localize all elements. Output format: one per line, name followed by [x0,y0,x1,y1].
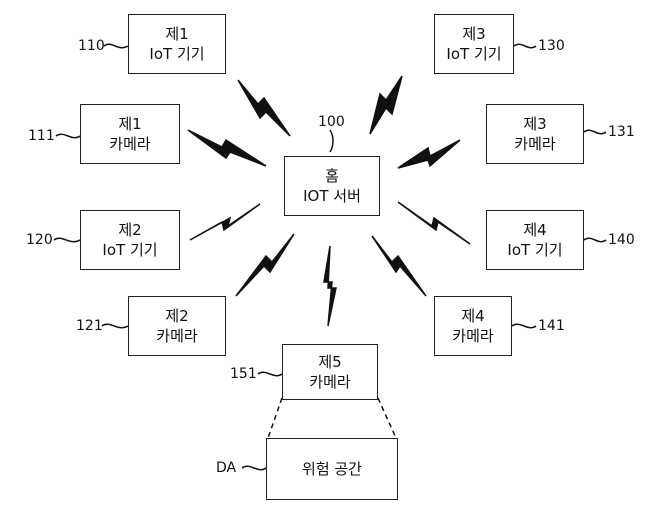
ref-number-141: 141 [538,318,565,334]
ref-leader-120 [53,237,81,243]
camera-4-line2: 카메라 [452,327,494,345]
iot-device-3-line1: 제3 [462,25,486,43]
iot-device-3-line2: IoT 기기 [446,45,502,63]
ref-leader-121 [101,323,129,329]
iot-device-4-line2: IoT 기기 [507,241,563,259]
ref-number-100: 100 [318,114,345,130]
ref-leader-110 [103,43,129,49]
camera-3-line2: 카메라 [514,135,556,153]
camera-1-box: 제1 카메라 [80,104,180,164]
ref-leader-140 [583,237,607,243]
ref-number-130: 130 [538,38,565,54]
iot-device-4-box: 제4 IoT 기기 [486,210,584,270]
ref-leader-151 [257,371,283,377]
ref-number-151: 151 [230,366,257,382]
home-iot-server-box: 홈 IOT 서버 [284,156,380,216]
ref-leader-111 [55,133,81,139]
iot-device-2-line2: IoT 기기 [102,241,158,259]
ref-leader-131 [583,129,607,135]
ref-number-121: 121 [76,318,103,334]
ref-label-DA: DA [216,460,237,476]
camera-1-line1: 제1 [118,115,142,133]
iot-device-1-line2: IoT 기기 [149,45,205,63]
camera-3-line1: 제3 [523,115,547,133]
ref-leader-141 [511,323,537,329]
wireless-link-icon-cam5 [323,245,337,327]
camera-5-box: 제5 카메라 [282,344,378,400]
camera-view-line-left [267,397,283,439]
iot-device-4-line1: 제4 [523,221,547,239]
ref-leader-130 [513,43,537,49]
ref-number-120: 120 [26,232,53,248]
wireless-link-icon-cam3 [397,139,461,169]
wireless-link-icon-iot1 [237,79,291,137]
iot-device-2-box: 제2 IoT 기기 [80,210,180,270]
ref-number-110: 110 [78,38,105,54]
server-label-line2: IOT 서버 [303,187,361,205]
ref-leader-DA [241,465,267,471]
camera-5-line1: 제5 [318,353,342,371]
camera-2-box: 제2 카메라 [128,296,226,356]
iot-device-1-line1: 제1 [165,25,189,43]
camera-view-line-right [377,397,397,439]
iot-device-2-line1: 제2 [118,221,142,239]
ref-number-140: 140 [608,232,635,248]
danger-area-label: 위험 공간 [302,460,362,478]
wireless-link-icon-cam1 [187,129,267,167]
camera-2-line1: 제2 [165,307,189,325]
ref-number-131: 131 [608,124,635,140]
iot-device-1-box: 제1 IoT 기기 [128,14,226,74]
danger-area-box: 위험 공간 [266,438,398,500]
camera-1-line2: 카메라 [109,135,151,153]
wireless-link-icon-cam2 [235,233,295,297]
wireless-link-icon-iot2 [189,203,261,241]
camera-2-line2: 카메라 [156,327,198,345]
wireless-link-icon-cam4 [371,235,427,297]
wireless-link-icon-iot4 [397,201,471,245]
server-label-line1: 홈 [325,167,339,185]
camera-4-line1: 제4 [461,307,485,325]
iot-device-3-box: 제3 IoT 기기 [434,14,514,74]
ref-number-111: 111 [28,128,55,144]
camera-4-box: 제4 카메라 [434,296,512,356]
ref-leader-100 [329,129,334,153]
wireless-link-icon-iot3 [369,75,403,135]
camera-3-box: 제3 카메라 [486,104,584,164]
camera-5-line2: 카메라 [309,373,351,391]
